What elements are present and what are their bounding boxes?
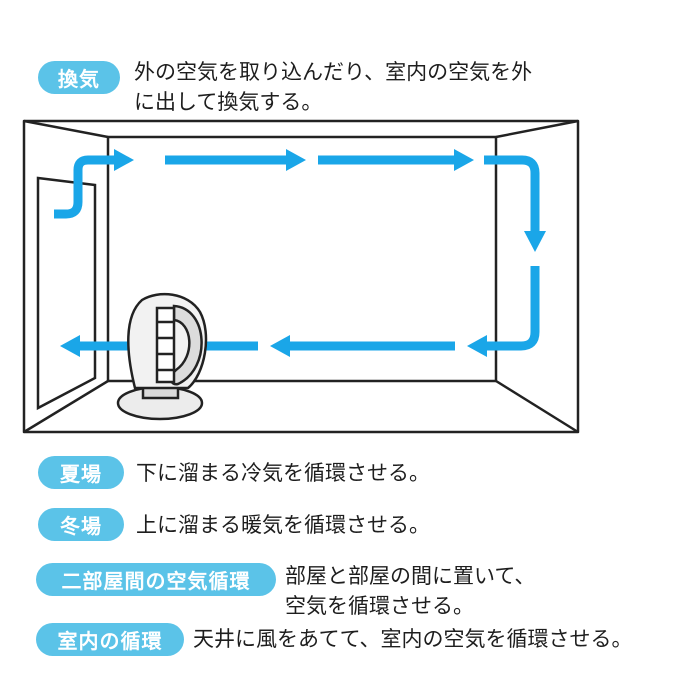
arrow-head-1	[114, 149, 134, 171]
fan-grille	[155, 306, 176, 384]
between-rooms-badge: 二部屋間の空気循環	[36, 563, 276, 596]
indoor-text-line-1: 天井に風をあてて、室内の空気を循環させる。	[193, 627, 633, 651]
room-back-wall	[106, 135, 498, 383]
ventilation-text-line-2: に出して換気する。	[134, 90, 323, 114]
indoor-description: 天井に風をあてて、室内の空気を循環させる。	[193, 624, 633, 654]
summer-description: 下に溜まる冷気を循環させる。	[136, 458, 430, 488]
ventilation-description: 外の空気を取り込んだり、室内の空気を外 に出して換気する。	[134, 57, 532, 117]
arrow-head-4	[524, 231, 546, 252]
winter-description: 上に溜まる暖気を循環させる。	[136, 510, 430, 540]
between-rooms-description: 部屋と部屋の間に置いて、 空気を循環させる。	[285, 561, 535, 621]
room-edge-top-right	[495, 119, 579, 139]
between-rooms-label: 二部屋間の空気循環	[61, 569, 251, 593]
ventilation-badge: 換気	[38, 61, 120, 94]
arrow-head-2	[286, 149, 306, 171]
airflow-arrows	[54, 149, 546, 357]
indoor-badge: 室内の循環	[36, 623, 184, 656]
arrow-head-3	[454, 149, 474, 171]
fan-stand	[141, 388, 180, 400]
summer-badge: 夏場	[38, 456, 124, 489]
room-edge-top-left	[23, 119, 109, 139]
airflow-top-right-corner	[484, 155, 540, 232]
summer-text-line-1: 下に溜まる冷気を循環させる。	[136, 461, 430, 485]
room-outline	[22, 119, 580, 434]
winter-badge: 冬場	[38, 508, 124, 541]
room-edge-bottom-right	[495, 379, 579, 434]
room-edge-bottom-left	[23, 379, 109, 434]
between-rooms-text-line-2: 空気を循環させる。	[285, 594, 474, 618]
airflow-door-intake	[54, 155, 118, 219]
summer-label: 夏場	[60, 462, 102, 486]
arrow-head-7	[60, 335, 80, 357]
arrow-head-6	[270, 335, 290, 357]
winter-text-line-1: 上に溜まる暖気を循環させる。	[136, 513, 430, 537]
between-rooms-text-line-1: 部屋と部屋の間に置いて、	[285, 564, 536, 588]
winter-label: 冬場	[60, 514, 102, 538]
arrow-head-5	[467, 335, 487, 357]
circulator-fan	[116, 292, 208, 421]
indoor-label: 室内の循環	[57, 629, 163, 653]
ventilation-label: 換気	[58, 67, 100, 91]
room-front-frame	[22, 119, 580, 434]
airflow-bottom-right-corner	[486, 266, 540, 351]
ventilation-text-line-1: 外の空気を取り込んだり、室内の空気を外	[134, 60, 533, 84]
